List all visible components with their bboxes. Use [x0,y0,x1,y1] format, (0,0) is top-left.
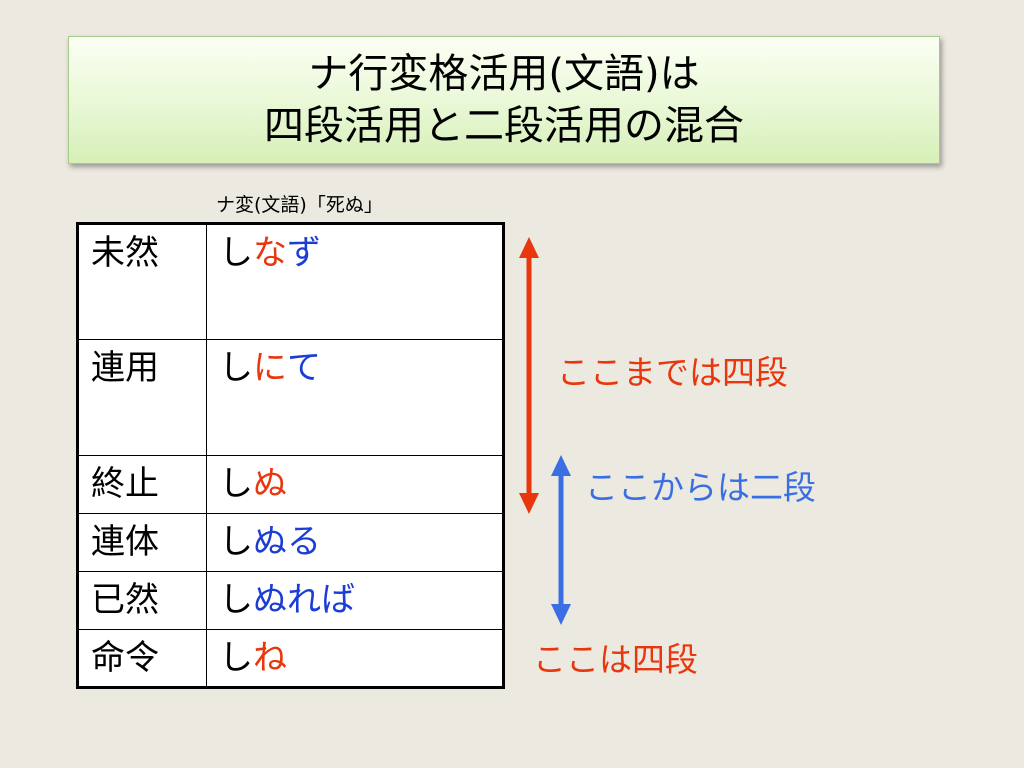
note-nidan: ここからは二段 [585,468,816,507]
ending: ね [253,638,287,678]
row-form: しぬる [206,513,504,572]
table-row: 已然 しぬれば [77,571,504,630]
row-label: 命令 [77,629,207,688]
stem: し [219,638,253,678]
row-label: 連用 [77,339,207,456]
ending-part-yodan: な [253,233,287,273]
row-label: 終止 [77,455,207,514]
table-row: 未然 しなず [77,223,504,340]
stem: し [219,580,253,620]
stem: し [219,522,253,562]
ending-part-yodan: に [253,348,287,388]
title-line-2: 四段活用と二段活用の混合 [264,103,744,149]
row-form: しぬれば [206,571,504,630]
ending: ぬれば [253,580,355,620]
ending-part-nidan: ず [287,233,321,273]
row-label: 連体 [77,513,207,572]
table-caption: ナ変(文語)「死ぬ」 [216,194,383,216]
title-line-1: ナ行変格活用(文語)は [308,51,700,97]
table-row: 終止 しぬ [77,455,504,514]
ending-part-nidan: て [287,348,321,388]
table-row: 連用 しにて [77,339,504,456]
stem: し [219,464,253,504]
note-yodan-lower: ここは四段 [533,640,698,679]
row-form: しなず [206,223,504,340]
row-label: 已然 [77,571,207,630]
note-yodan-upper: ここまでは四段 [557,353,788,392]
row-label: 未然 [77,223,207,340]
conjugation-table: 未然 しなず 連用 しにて 終止 しぬ 連体 しぬる 已然 しぬれば 命令 しね [76,222,505,689]
table-row: 連体 しぬる [77,513,504,572]
row-form: しね [206,629,504,688]
ending: ぬ [253,464,287,504]
stem: し [219,233,253,273]
stem: し [219,348,253,388]
title-box: ナ行変格活用(文語)は 四段活用と二段活用の混合 [68,36,940,164]
red-double-arrow-icon [519,237,539,514]
row-form: しぬ [206,455,504,514]
table-row: 命令 しね [77,629,504,688]
row-form: しにて [206,339,504,456]
ending: ぬる [253,522,321,562]
blue-double-arrow-icon [551,455,571,625]
